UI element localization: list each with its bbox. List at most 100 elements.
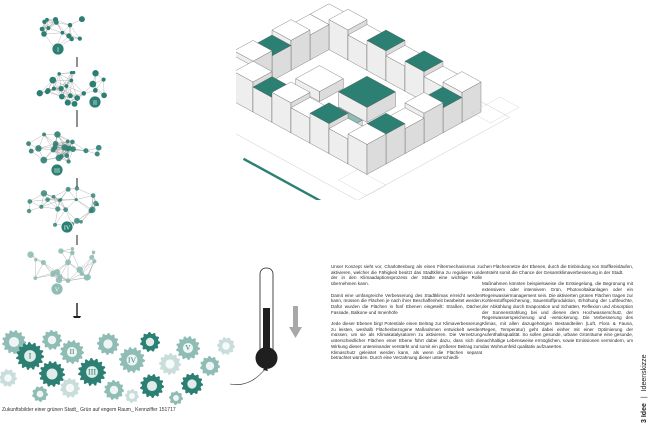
network-node [58,86,63,91]
network-link [77,188,93,195]
curved-arrow [230,368,266,385]
gear-numeral: I [29,352,32,361]
sheet-title: Idee [641,403,648,417]
network-node [41,31,47,37]
temperature-down-arrow-stem [293,306,298,328]
gear-numeral: IV [128,355,137,364]
network-node [27,209,31,213]
network-node [91,193,96,198]
network-node [52,87,56,91]
network-node [79,220,83,224]
network-node [40,157,47,164]
gear-icon [39,361,65,387]
network-node [92,259,96,263]
network-link [29,134,45,143]
caption: Zukunftsbilder einer grünen Stadt_ Grün … [2,407,176,413]
network-node [41,190,47,196]
level-badge: V [51,283,63,295]
network-node [85,275,89,279]
gear-icon [97,333,119,355]
network-node [53,17,58,22]
concept-text-column-2: chen Flächennetze der Ebenen, durch die … [482,264,633,355]
network-node [78,37,82,41]
network-node [49,77,56,84]
gear-icon [159,353,181,375]
gear-numeral: II [70,348,75,356]
sheet-label: 3 Idee | Ideenskizze [641,263,648,423]
network-node [89,207,95,213]
concept-text-column-1: Unser Konzept sieht vor, Charlottenburg … [331,264,482,367]
network-node [92,70,98,76]
network-node [40,27,45,32]
network-link [71,80,83,93]
network-node [95,152,100,157]
temperature-down-arrow [289,327,302,338]
network-node [93,88,98,93]
gear-icon [169,391,183,405]
network-node [39,205,43,209]
level-numeral: III [54,168,60,174]
network-node [70,79,74,83]
network-node [71,247,75,251]
gear-icon [104,380,124,400]
network-node [68,23,72,27]
numbered-gear: V [176,336,200,360]
gear-icon [0,369,17,387]
network-node [61,31,65,35]
network-node [66,159,70,163]
network-node [65,84,69,88]
network-node [74,218,80,224]
paragraph: Damit eine umfangreiche Verbesserung des… [331,293,482,316]
thermometer-bulb [256,347,278,369]
network-node [80,272,84,276]
gear-icon [125,389,139,403]
network-node [56,277,62,283]
network-node [96,145,102,151]
paragraph: Jede dieser Ebenen birgt Potentiale eine… [331,321,482,361]
level-badge: II [89,96,101,108]
network-node [42,20,46,24]
network-node [69,37,73,41]
network-node [72,101,78,107]
network-node [45,88,50,93]
network-node [57,72,61,76]
level-numeral: IV [64,225,71,231]
gear-icon [60,378,80,398]
network-node [26,141,31,146]
building [348,124,386,175]
level-numeral: V [55,287,60,293]
network-node [53,223,57,227]
network-node [33,276,37,280]
network-node [55,206,60,211]
sheet-number: 3 [641,419,648,423]
network-node [52,195,56,199]
level-numeral: I [57,47,59,53]
network-node [53,141,59,147]
gear-icon [42,330,62,350]
network-node [70,251,75,256]
network-node [92,251,96,255]
network-node [27,199,32,204]
network-node [65,259,71,265]
network-node [65,100,71,106]
numbered-gear: III [78,358,106,386]
network-node [29,149,34,154]
gear-icon [140,374,164,398]
gear-icon [181,373,203,395]
network-node [64,153,69,158]
network-node [54,131,60,137]
separator: | [641,396,648,398]
level-numeral: II [93,100,97,106]
paragraph: chen Flächennetze der Ebenen, durch die … [482,264,633,275]
network-node [41,260,46,265]
network-node [89,81,96,88]
network-node [42,132,46,136]
paragraph: Unser Konzept sieht vor, Charlottenburg … [331,264,482,287]
isometric-city-block [236,0,538,200]
network-node [70,71,73,74]
network-node [70,146,76,152]
level-badge: IV [61,221,73,233]
level-badge: III [51,164,63,176]
